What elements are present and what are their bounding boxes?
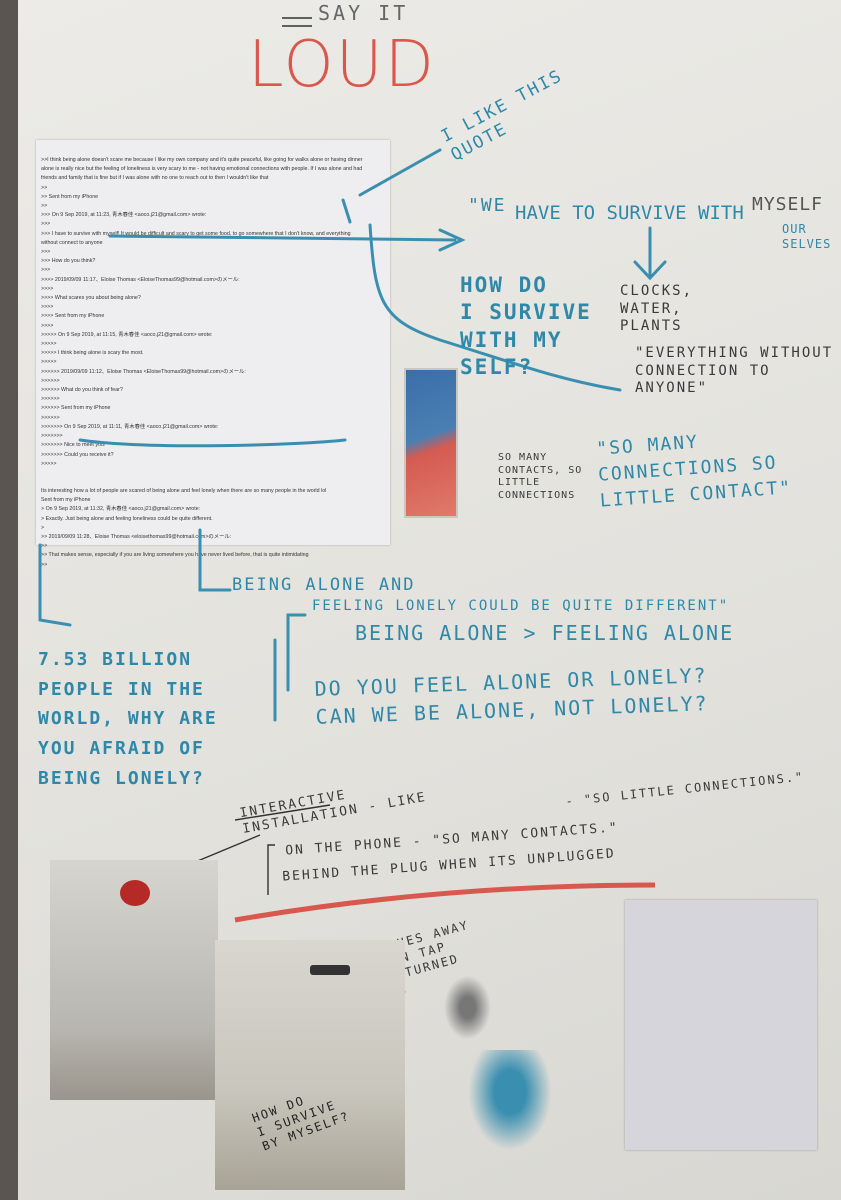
note-survive-quote: have to survive with — [515, 202, 744, 224]
note-we: "we — [468, 195, 507, 216]
email-line: >>>>>> Sent from my iPhone — [41, 405, 111, 412]
email-line: alone is really nice but the feeling of … — [41, 166, 363, 173]
note-alone-vs-lonely: Being alone > feeling alone — [355, 621, 735, 645]
email-line: >>>>>>> Nice to meet you! — [41, 442, 106, 449]
note-everything: "Everything without connection to anyone… — [635, 345, 834, 396]
email-line: >>>> — [41, 285, 54, 292]
email-line: >>>> What scares you about being alone? — [41, 295, 141, 302]
email-line: > — [41, 524, 45, 531]
flag-drawing — [404, 368, 458, 518]
email-line: >> — [41, 543, 48, 550]
email-thread-2: Its interesting how a lot of people are … — [41, 487, 385, 570]
email-thread-1: >>I think being alone doesn't scare me b… — [41, 156, 385, 469]
email-line: >> 2019/09/09 11:28、Eloise Thomas <elois… — [41, 533, 232, 540]
email-line: >>>>> — [41, 460, 57, 467]
email-line: >>I think being alone doesn't scare me b… — [41, 157, 363, 163]
email-line: >>>>> On 9 Sep 2019, at 11:15, 青木春佳 <aoc… — [41, 331, 213, 338]
email-line: >>>>>> — [41, 377, 60, 384]
email-line: >>>>> I think being alone is scary the m… — [41, 350, 144, 357]
email-line: >>>>> — [41, 359, 57, 366]
email-line: >>>>>> What do you think of fear? — [41, 387, 123, 394]
note-ourselves: our selves — [782, 222, 832, 251]
note-how-survive: How do I survive with my self? — [460, 273, 592, 379]
email-line: >>>>>>> On 9 Sep 2019, at 11:11, 青木春佳 <a… — [41, 423, 219, 430]
figure-drawing-grey — [440, 970, 495, 1045]
email-line: >>>> Sent from my iPhone — [41, 313, 105, 320]
email-line: without connect to anyone — [41, 239, 103, 246]
email-line: >>>>>> — [41, 396, 60, 403]
email-line: >>> How do you think? — [41, 258, 96, 265]
blank-paper-swatch — [625, 900, 817, 1150]
photo-hose-reel — [50, 860, 218, 1100]
note-feeling-lonely: feeling lonely could be quite different" — [312, 598, 730, 614]
tap-icon — [310, 965, 350, 975]
email-line: >>> — [41, 267, 51, 274]
email-line: Its interesting how a lot of people are … — [41, 487, 327, 494]
email-line: >>>> — [41, 322, 54, 329]
note-so-many-contacts: So many contacts, so little connections — [498, 452, 583, 501]
title-say-it: SAY IT — [318, 1, 409, 25]
email-line: >>>>>>> — [41, 433, 63, 440]
note-being-alone: Being alone and — [232, 575, 416, 595]
email-line: >>> — [41, 249, 51, 256]
email-line: >>> On 9 Sep 2019, at 11:23, 青木春佳 <aoco.… — [41, 212, 207, 219]
email-line: >>>>>> — [41, 414, 60, 421]
email-line: >>> I have to survive with myself! It wo… — [41, 230, 351, 237]
email-line: >> — [41, 184, 48, 191]
email-line: >>>> 2019/09/09 11:17、Eloise Thomas <Elo… — [41, 276, 240, 283]
email-line: >>>>>> 2019/09/09 11:12、Eloise Thomas <E… — [41, 368, 246, 375]
email-line: friends and family that is fine but if I… — [41, 175, 269, 182]
email-line: >>>>>>> Could you receive it? — [41, 451, 114, 458]
email-line: Sent from my iPhone — [41, 497, 91, 504]
email-line: >>>> — [41, 304, 54, 311]
email-line: > Exactly. Just being alone and feeling … — [41, 515, 213, 522]
email-line: > On 9 Sep 2019, at 11:32, 青木春佳 <aoco.j2… — [41, 506, 201, 513]
note-billion: 7.53 billion people in the world, why ar… — [38, 649, 218, 789]
photo-tap: How do I survive by myself? — [215, 940, 405, 1190]
note-so-many-connections: "So many connections so little contact" — [595, 431, 793, 512]
note-clocks: clocks, water, plants — [620, 283, 694, 334]
note-survive-myself: How do I survive by myself? — [250, 1093, 352, 1154]
email-line: >> — [41, 561, 48, 568]
email-line: >> Sent from my iPhone — [41, 193, 99, 200]
email-line: >> That makes sense, especially if you a… — [41, 552, 309, 559]
note-myself: myself — [752, 194, 824, 215]
email-line: >>>>> — [41, 341, 57, 348]
email-printout: >>I think being alone doesn't scare me b… — [36, 140, 390, 568]
title-loud: LOUD — [248, 28, 436, 102]
email-line: >>> — [41, 221, 51, 228]
red-reel — [120, 880, 150, 906]
figure-drawing-blue — [465, 1050, 555, 1155]
email-line: >> — [41, 203, 48, 210]
